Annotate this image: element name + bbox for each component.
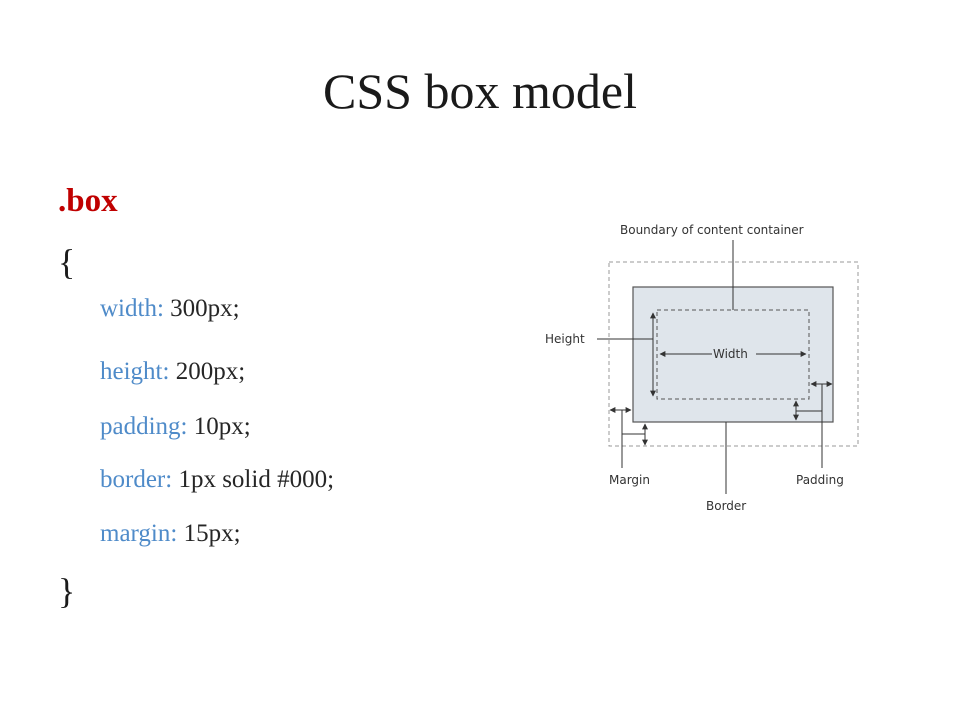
property-name: height: [100, 358, 170, 385]
declaration-border: border: 1px solid #000; [100, 460, 334, 500]
close-brace: } [58, 571, 76, 611]
property-value: 10px; [187, 413, 251, 440]
margin-boundary [608, 261, 859, 447]
label-height: Height [545, 332, 585, 346]
slide-title: CSS box model [323, 63, 637, 119]
label-padding: Padding [796, 473, 844, 487]
property-name: margin: [100, 520, 178, 547]
declaration-margin: margin: 15px; [100, 514, 241, 554]
property-name: padding: [100, 413, 188, 440]
label-border: Border [706, 499, 746, 513]
label-width: Width [713, 347, 748, 361]
property-name: width: [100, 295, 164, 322]
property-value: 300px; [163, 295, 240, 322]
property-value: 1px solid #000; [172, 466, 335, 493]
label-boundary: Boundary of content container [620, 223, 804, 237]
property-value: 200px; [169, 358, 246, 385]
open-brace: { [58, 242, 76, 282]
declaration-padding: padding: 10px; [100, 407, 251, 447]
property-name: border: [100, 466, 173, 493]
css-selector: .box [58, 183, 118, 219]
declaration-height: height: 200px; [100, 352, 245, 392]
property-value: 15px; [177, 520, 241, 547]
declaration-width: width: 300px; [100, 289, 240, 329]
box-model-diagram: Boundary of content container Height Wid… [545, 223, 859, 513]
label-margin: Margin [609, 473, 650, 487]
